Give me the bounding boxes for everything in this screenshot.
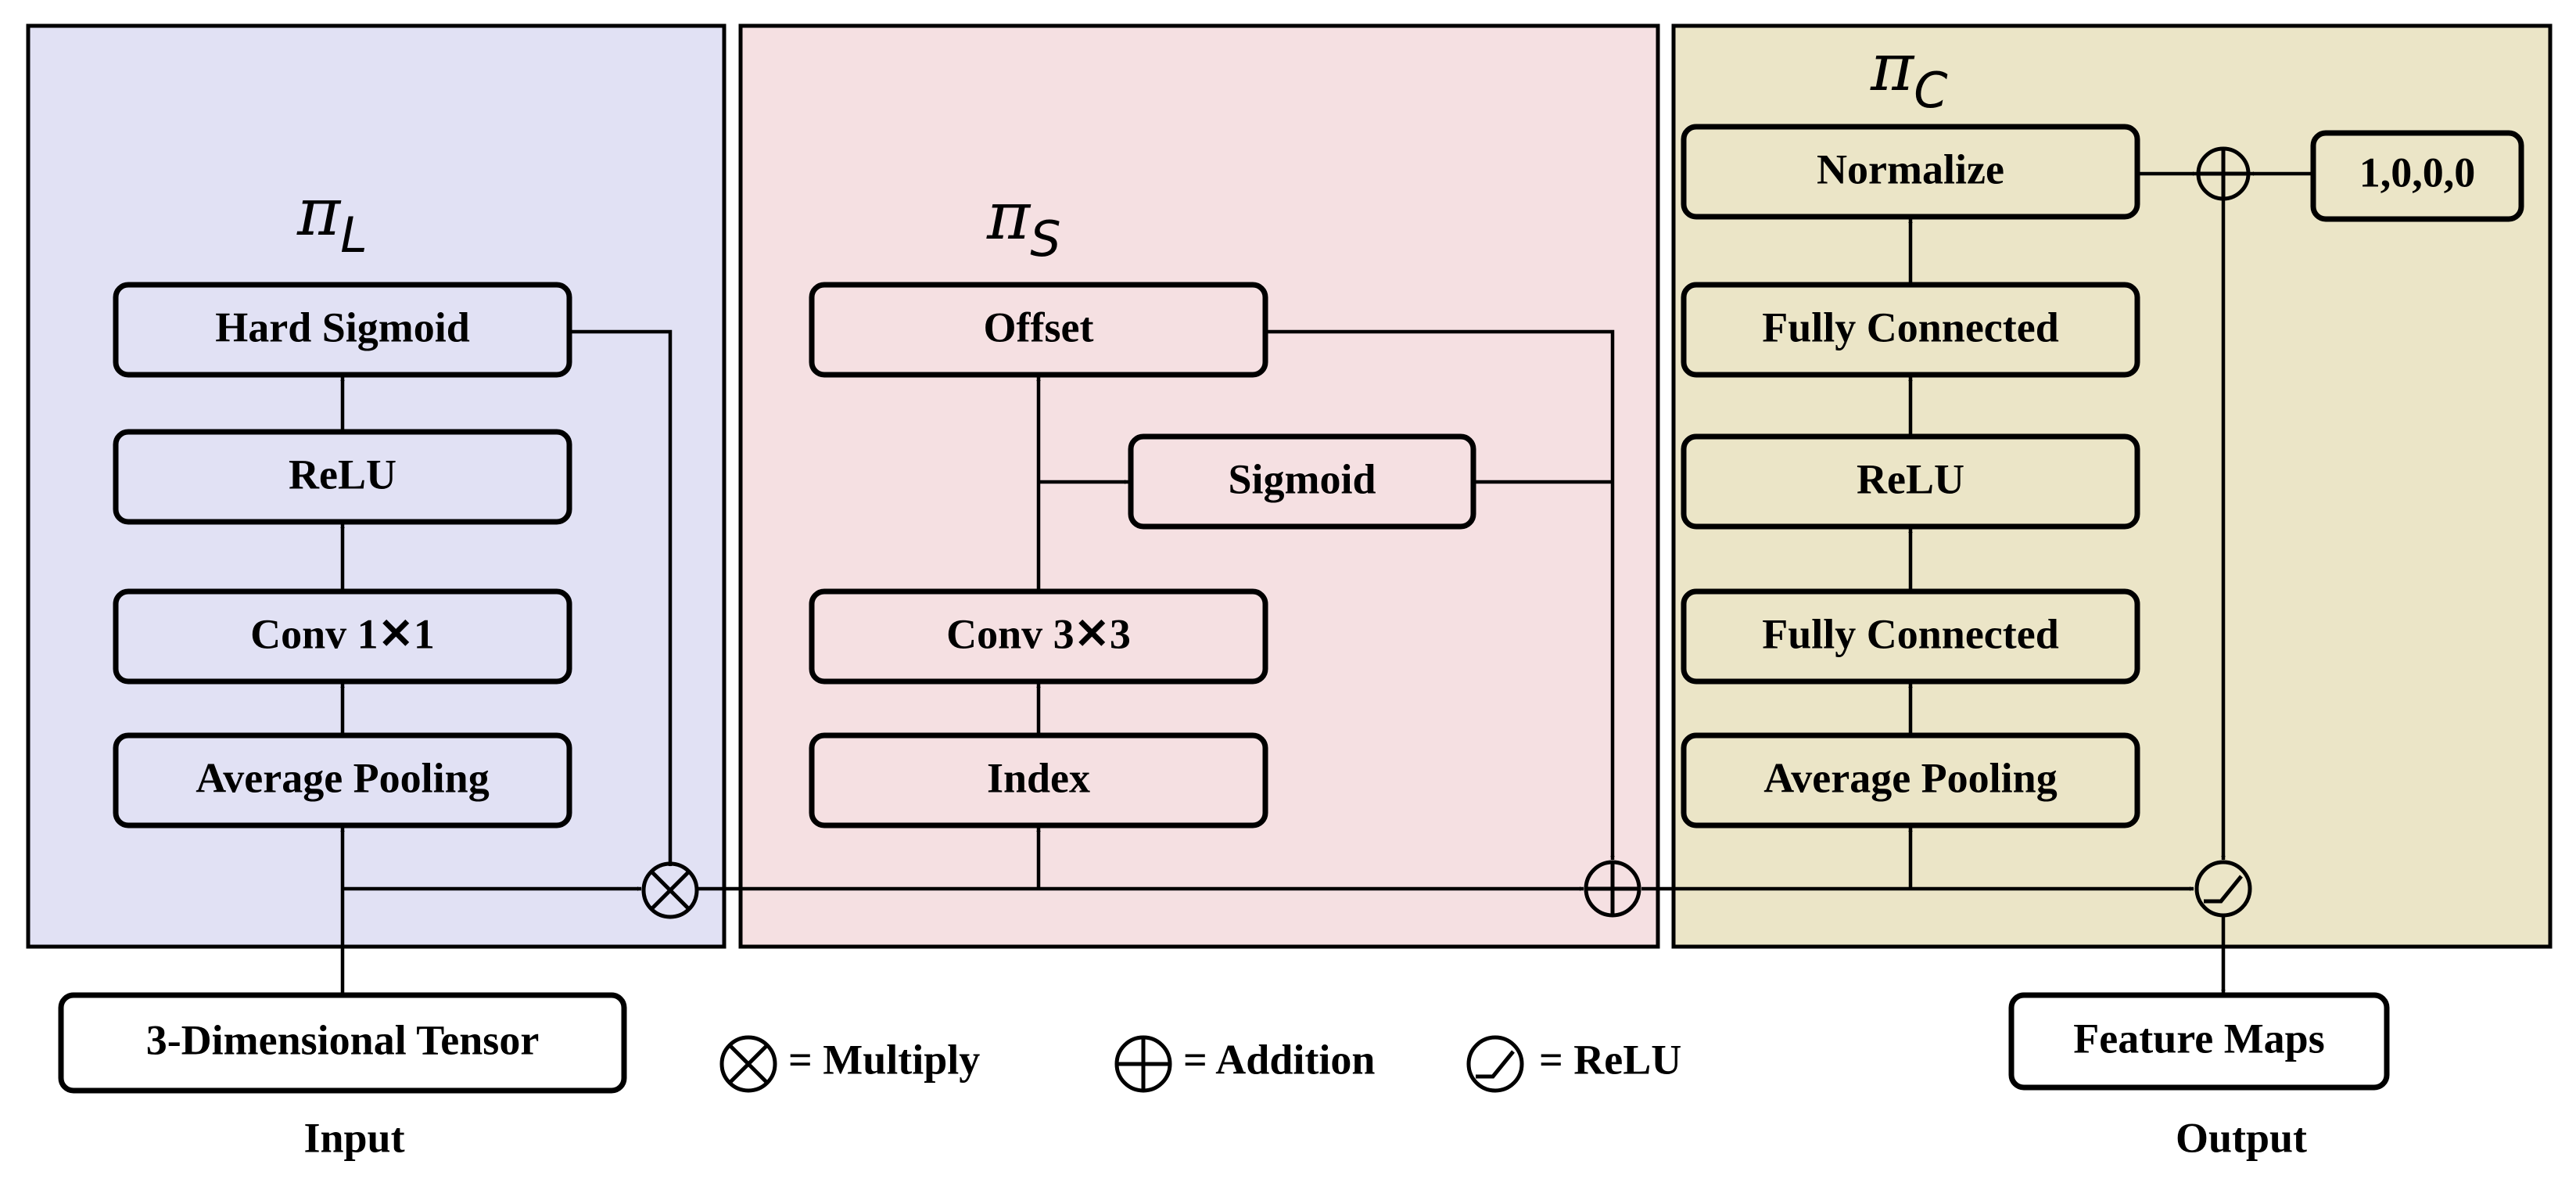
constant-label: 1,0,0,0 <box>2359 149 2476 196</box>
legend-relu-icon <box>1466 1035 1524 1093</box>
circled-times-icon <box>641 861 699 919</box>
constant-block <box>2310 130 2524 222</box>
circled-plus-icon <box>2196 146 2251 201</box>
panel-c-title: πC <box>1870 29 1948 119</box>
hard-sigmoid-block <box>113 282 572 378</box>
hard-sigmoid-label: Hard Sigmoid <box>215 304 470 350</box>
offset-block <box>809 282 1268 378</box>
sigmoid-label: Sigmoid <box>1228 455 1376 502</box>
conv1x1-label: Conv 1✕1 <box>250 610 435 657</box>
normalize-label: Normalize <box>1817 146 2004 192</box>
average-pooling-label-l: Average Pooling <box>196 754 489 801</box>
legend-addition-icon <box>1114 1035 1172 1093</box>
average-pooling-label-c: Average Pooling <box>1763 754 2057 801</box>
panel-s-title: πS <box>986 178 1061 268</box>
relu-label-l: ReLU <box>289 451 396 498</box>
fully-connected-label-lower: Fully Connected <box>1762 610 2059 657</box>
legend-multiply-icon <box>719 1035 777 1093</box>
feature-maps-box <box>2008 992 2390 1091</box>
legend: = Multiply = Addition = ReLU <box>719 1035 1681 1093</box>
input-tensor-label: 3-Dimensional Tensor <box>146 1016 540 1063</box>
input-caption: Input <box>303 1114 404 1161</box>
panel-task-attention <box>1671 23 2553 949</box>
connections <box>340 171 2313 995</box>
panel-scale-attention <box>26 23 727 949</box>
normalize-block <box>1681 124 2140 220</box>
legend-multiply-label: = Multiply <box>788 1036 980 1083</box>
relu-label-c: ReLU <box>1857 455 1964 502</box>
output-caption: Output <box>2176 1114 2307 1161</box>
circled-relu-icon <box>2194 860 2252 918</box>
panel-l-title: πL <box>296 174 368 264</box>
conv3x3-label: Conv 3✕3 <box>946 610 1131 657</box>
panel-spatial-attention <box>738 23 1660 949</box>
legend-relu-label: = ReLU <box>1539 1036 1681 1083</box>
feature-maps-label: Feature Maps <box>2073 1015 2324 1062</box>
fully-connected-label-upper: Fully Connected <box>1762 304 2059 350</box>
circled-plus-icon <box>1584 860 1641 918</box>
legend-addition-label: = Addition <box>1183 1036 1375 1083</box>
index-label: Index <box>987 754 1090 801</box>
offset-label: Offset <box>984 304 1094 350</box>
